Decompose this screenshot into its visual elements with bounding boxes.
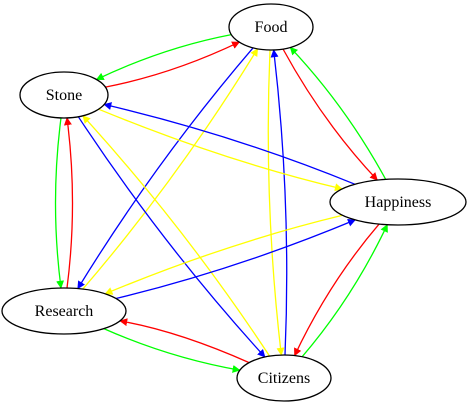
edge-food-to-stone bbox=[95, 33, 232, 81]
node-stone: Stone bbox=[19, 71, 109, 119]
node-research: Research bbox=[1, 287, 127, 335]
edge-citizens-to-happiness bbox=[301, 223, 388, 358]
node-happiness-ellipse bbox=[329, 178, 467, 226]
edge-happiness-to-food bbox=[289, 46, 387, 180]
edge-happiness-to-citizens bbox=[294, 223, 380, 357]
node-happiness-label: Happiness bbox=[365, 194, 432, 211]
edge-stone-to-research bbox=[54, 117, 65, 289]
edge-research-to-happiness bbox=[115, 218, 356, 300]
edge-research-to-food bbox=[82, 48, 259, 290]
edge-citizens-to-research bbox=[119, 318, 250, 364]
edge-stone-to-citizens bbox=[77, 116, 266, 358]
node-research-label: Research bbox=[35, 303, 94, 320]
edge-food-to-happiness bbox=[282, 48, 378, 181]
edge-research-to-citizens bbox=[103, 328, 241, 373]
node-happiness: Happiness bbox=[329, 178, 467, 226]
node-research-ellipse bbox=[1, 287, 127, 335]
edge-happiness-to-stone bbox=[103, 102, 356, 185]
edge-food-to-citizens bbox=[267, 49, 285, 356]
node-food-ellipse bbox=[228, 3, 314, 51]
node-food: Food bbox=[228, 3, 314, 51]
edge-happiness-to-research bbox=[104, 214, 343, 295]
node-food-label: Food bbox=[255, 19, 288, 36]
edge-research-to-stone bbox=[63, 117, 74, 289]
edge-stone-to-happiness bbox=[98, 108, 343, 192]
node-citizens-label: Citizens bbox=[258, 370, 310, 387]
node-stone-label: Stone bbox=[46, 87, 82, 104]
edge-citizens-to-stone bbox=[82, 115, 271, 357]
edge-stone-to-food bbox=[105, 41, 241, 88]
edge-food-to-research bbox=[77, 47, 254, 290]
edges bbox=[54, 33, 388, 373]
node-citizens-ellipse bbox=[236, 354, 332, 402]
node-stone-ellipse bbox=[19, 71, 109, 119]
edge-citizens-to-food bbox=[270, 49, 288, 356]
node-citizens: Citizens bbox=[236, 354, 332, 402]
